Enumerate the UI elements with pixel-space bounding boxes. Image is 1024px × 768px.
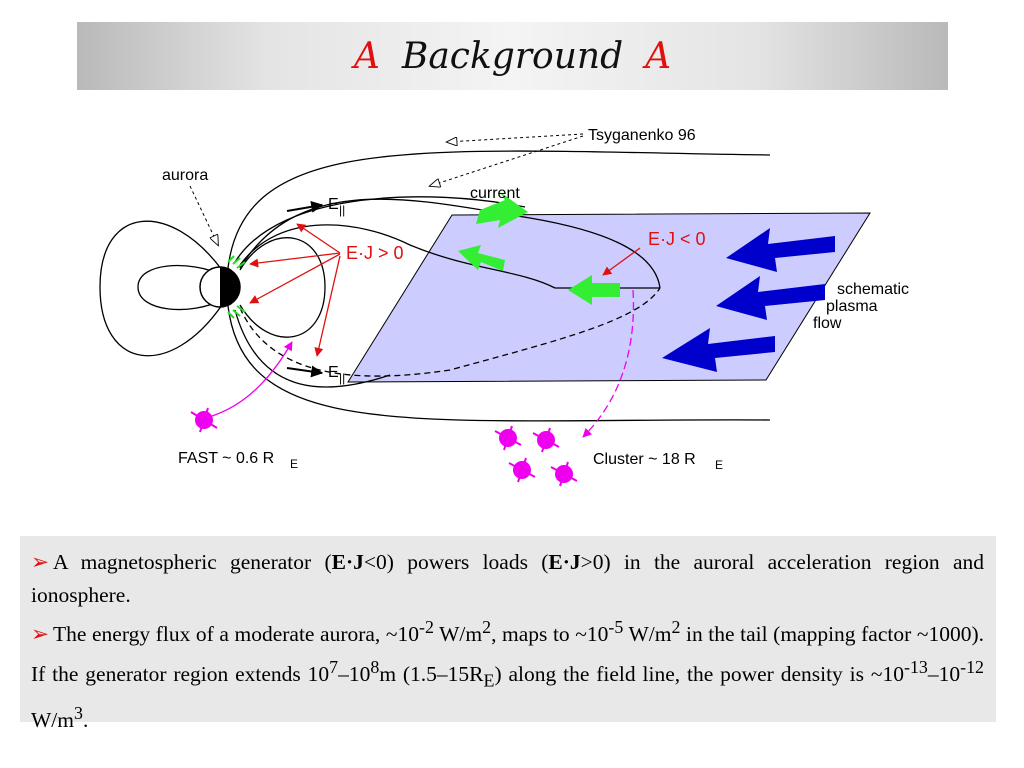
bullet2-text-q: –10	[927, 661, 961, 686]
fast-label: FAST ~ 0.6 R	[178, 450, 274, 467]
aurora-marks	[227, 255, 246, 319]
current-arrow-1	[476, 192, 528, 228]
bullet2-text-c: W/m	[433, 622, 483, 647]
inner-tail-line	[239, 224, 556, 289]
earth-nightside	[220, 267, 240, 307]
open-field-line-top	[227, 150, 771, 269]
bullet-arrow-icon: ➢	[31, 550, 50, 574]
title-decoration-left: A	[353, 35, 380, 77]
bullet2-sup-j: 7	[329, 656, 339, 677]
bullet2-text-u: .	[82, 707, 89, 732]
ej-negative-label: E·J < 0	[648, 229, 706, 249]
current-label: current	[470, 185, 520, 202]
slide-title: Background	[401, 35, 624, 77]
fast-label-sub: E	[290, 457, 298, 471]
cluster-spacecraft-3	[508, 457, 536, 483]
bullet1-ej-positive: E·J	[548, 550, 581, 574]
southern-tail-line	[234, 309, 391, 388]
dayside-loop-inner	[137, 264, 223, 311]
cluster-label-sub: E	[715, 458, 723, 472]
flow-label: flow	[813, 315, 842, 332]
schematic-label: schematic	[837, 281, 909, 298]
current-arrows	[458, 192, 620, 305]
fast-spacecraft-icon	[190, 407, 218, 433]
cluster-spacecraft-4	[550, 461, 578, 487]
bullet1-text-a: A magnetospheric generator (	[53, 550, 332, 574]
dayside-loop-outer	[99, 220, 223, 357]
magnetosphere-diagram: Tsyganenko 96 aurora current E || E || E…	[99, 127, 909, 487]
flow-arrow-2	[716, 276, 825, 320]
ej-negative-arrow	[602, 247, 641, 276]
bullet2-text-i: in the tail (mapping factor ~1000). If t…	[31, 622, 984, 686]
tsyganenko-label: Tsyganenko 96	[588, 127, 696, 144]
cluster-label: Cluster ~ 18 R	[593, 451, 696, 468]
fast-orbit-pointer	[211, 341, 293, 417]
e-parallel-sub-top: ||	[339, 203, 345, 217]
bullet2-sup-f: -5	[608, 617, 624, 637]
nightside-loop-inner	[239, 237, 326, 338]
e-parallel-arrow-bottom	[286, 365, 324, 378]
bullet2-text-m: m (1.5–15R	[379, 661, 484, 686]
title-decoration-right: A	[645, 35, 672, 77]
bullet2-sup-d: 2	[482, 617, 492, 637]
current-arrow-3	[568, 275, 620, 305]
flow-arrow-1	[726, 228, 835, 272]
e-parallel-arrow-top	[286, 200, 324, 213]
bullet2-text-o: ) along the field line, the power densit…	[494, 661, 904, 686]
tsyganenko-pointers	[430, 133, 584, 186]
bullet1-ej-negative: E·J	[331, 550, 364, 574]
tail-field-line-south	[239, 287, 661, 377]
aurora-pointer	[189, 185, 218, 245]
e-parallel-label-top: E	[328, 196, 339, 213]
plasma-label: plasma	[826, 298, 878, 315]
bullet2-sup-r: -12	[960, 656, 984, 677]
plasma-flow-arrows	[662, 228, 835, 372]
cluster-orbit-pointer	[582, 289, 635, 438]
bullet2-sup-l: 8	[370, 656, 380, 677]
bullet2-sup-b: -2	[419, 617, 434, 637]
e-parallel-label-bottom: E	[328, 364, 339, 381]
open-field-line-bottom	[227, 305, 771, 422]
cluster-spacecraft-1	[494, 425, 522, 451]
bullet-item-1: ➢A magnetospheric generator (E·J<0) powe…	[31, 546, 984, 611]
flow-arrow-3	[662, 328, 775, 372]
bullet-arrow-icon: ➢	[31, 622, 50, 647]
bullet2-text-s: W/m	[31, 707, 74, 732]
ej-positive-arrows	[249, 223, 341, 357]
current-arrow-2	[458, 245, 505, 271]
cluster-spacecraft-2	[532, 427, 560, 453]
bullet2-sub-n: E	[483, 670, 495, 691]
bullet2-text-a: The energy flux of a moderate aurora, ~1…	[53, 622, 420, 647]
bullet2-sup-h: 2	[671, 617, 681, 637]
e-parallel-sub-bottom: ||	[339, 371, 345, 385]
aurora-label: aurora	[162, 167, 208, 184]
tail-field-line-north	[234, 196, 526, 263]
bullet2-text-e: , maps to ~10	[491, 622, 609, 647]
explanation-text-box: ➢A magnetospheric generator (E·J<0) powe…	[20, 536, 996, 732]
bullet1-text-c: <0) powers loads (	[363, 550, 549, 574]
bullet2-sup-t: 3	[74, 702, 83, 723]
bullet1-text-e: >0) in the auroral acceleration region a…	[31, 550, 984, 607]
bullet2-sup-p: -13	[904, 656, 928, 677]
bullet-item-2: ➢The energy flux of a moderate aurora, ~…	[31, 611, 984, 736]
bullet2-text-k: –10	[338, 661, 371, 686]
ej-positive-label: E·J > 0	[346, 243, 404, 263]
slide-title-bar: A Background A	[77, 22, 948, 90]
cluster-spacecraft-icons	[494, 425, 578, 487]
bullet2-text-g: W/m	[623, 622, 672, 647]
